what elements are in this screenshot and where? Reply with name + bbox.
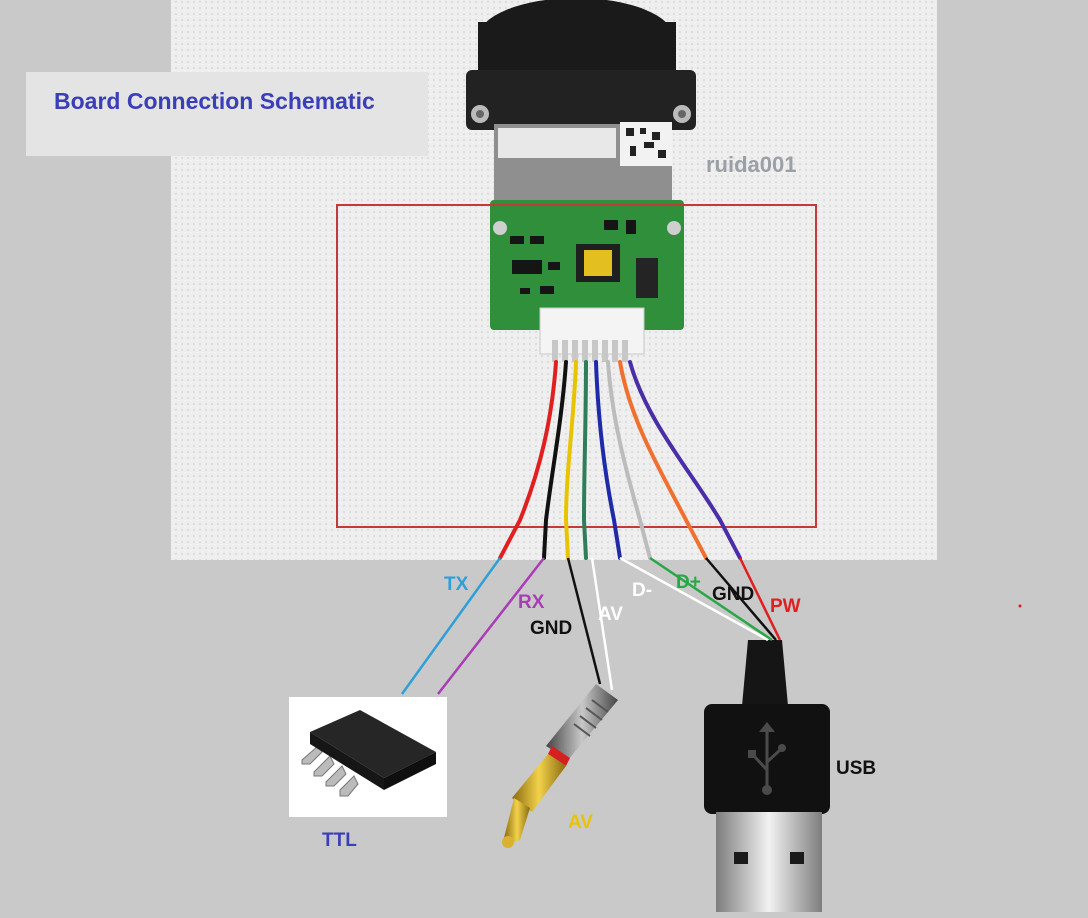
wire-label-d-plus: D+ — [676, 572, 701, 593]
ttl-chip — [289, 697, 447, 817]
camera-module — [466, 0, 696, 362]
av-plug — [502, 684, 618, 848]
diagram-title: Board Connection Schematic — [54, 88, 375, 114]
wire-label-av: AV — [598, 604, 623, 625]
usb-plug — [704, 640, 830, 912]
stray-dot — [1018, 604, 1022, 608]
wire-label-d-minus: D- — [632, 580, 653, 601]
wire-label-gnd-usb: GND — [712, 584, 755, 605]
wire-label-rx: RX — [518, 592, 545, 613]
highlight-box — [336, 204, 817, 528]
ttl-label: TTL — [322, 830, 357, 851]
wire-label-pw: PW — [770, 596, 801, 617]
wire-label-gnd-av: GND — [530, 618, 573, 639]
usb-label: USB — [836, 758, 877, 779]
av-label: AV — [568, 812, 593, 833]
schematic-wires — [400, 556, 782, 695]
watermark: ruida001 — [706, 152, 797, 177]
title-background — [26, 72, 428, 156]
wire-harness — [498, 360, 742, 560]
wire-label-tx: TX — [444, 574, 469, 595]
